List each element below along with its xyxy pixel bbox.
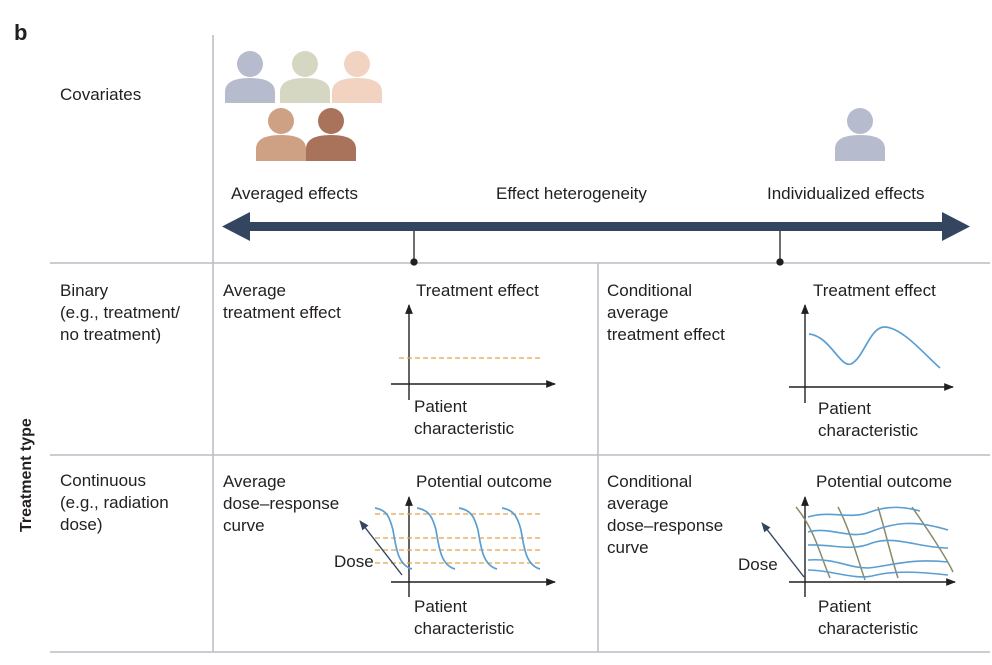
ate-x-axis-label: Patient characteristic xyxy=(414,397,515,438)
person-icon xyxy=(306,108,356,161)
arrow-connectors xyxy=(410,231,784,266)
cadrc-dose-label: Dose xyxy=(738,555,778,574)
heterogeneity-arrow xyxy=(222,212,970,241)
person-icon xyxy=(225,51,275,103)
adrc-dose-arrow xyxy=(359,520,403,576)
cadrc-y-axis-label: Potential outcome xyxy=(816,472,953,491)
averaged-effects-label: Averaged effects xyxy=(231,184,358,203)
ate-y-axis-label: Treatment effect xyxy=(416,281,539,300)
person-icon xyxy=(332,51,382,103)
table-grid xyxy=(50,35,990,653)
adrc-plot xyxy=(359,496,556,597)
cadrc-dose-arrow xyxy=(761,522,805,578)
adrc-y-axis-label: Potential outcome xyxy=(416,472,553,491)
panel-letter: b xyxy=(14,20,28,45)
cadrc-x-axis-label: Patient characteristic xyxy=(818,597,919,638)
person-icon xyxy=(280,51,330,103)
cadrc-plot xyxy=(761,496,956,597)
row-label-binary: Binary (e.g., treatment/ no treatment) xyxy=(60,281,180,344)
cate-title: Conditional average treatment effect xyxy=(607,281,725,344)
cate-plot xyxy=(789,304,954,403)
adrc-average-dashed-lines xyxy=(375,513,541,564)
effect-heterogeneity-label: Effect heterogeneity xyxy=(496,184,647,203)
cate-curve xyxy=(808,326,941,369)
adrc-x-axis-label: Patient characteristic xyxy=(414,597,515,638)
cate-y-axis-label: Treatment effect xyxy=(813,281,936,300)
cadrc-title: Conditional average dose–response curve xyxy=(607,472,724,557)
adrc-title: Average dose–response curve xyxy=(223,472,340,535)
person-icon xyxy=(835,108,885,161)
adrc-dose-response-curves xyxy=(374,507,541,570)
covariate-people xyxy=(225,51,885,161)
ate-title: Average treatment effect xyxy=(223,281,341,322)
cadrc-blue-curves xyxy=(807,506,949,578)
person-icon xyxy=(256,108,306,161)
ate-plot xyxy=(391,304,556,400)
adrc-dose-label: Dose xyxy=(334,552,374,571)
row-label-continuous: Continuous (e.g., radiation dose) xyxy=(60,471,169,534)
row-label-covariates: Covariates xyxy=(60,85,142,104)
cate-x-axis-label: Patient characteristic xyxy=(818,399,919,440)
individualized-effects-label: Individualized effects xyxy=(767,184,925,203)
cadrc-olive-curves xyxy=(795,506,954,581)
